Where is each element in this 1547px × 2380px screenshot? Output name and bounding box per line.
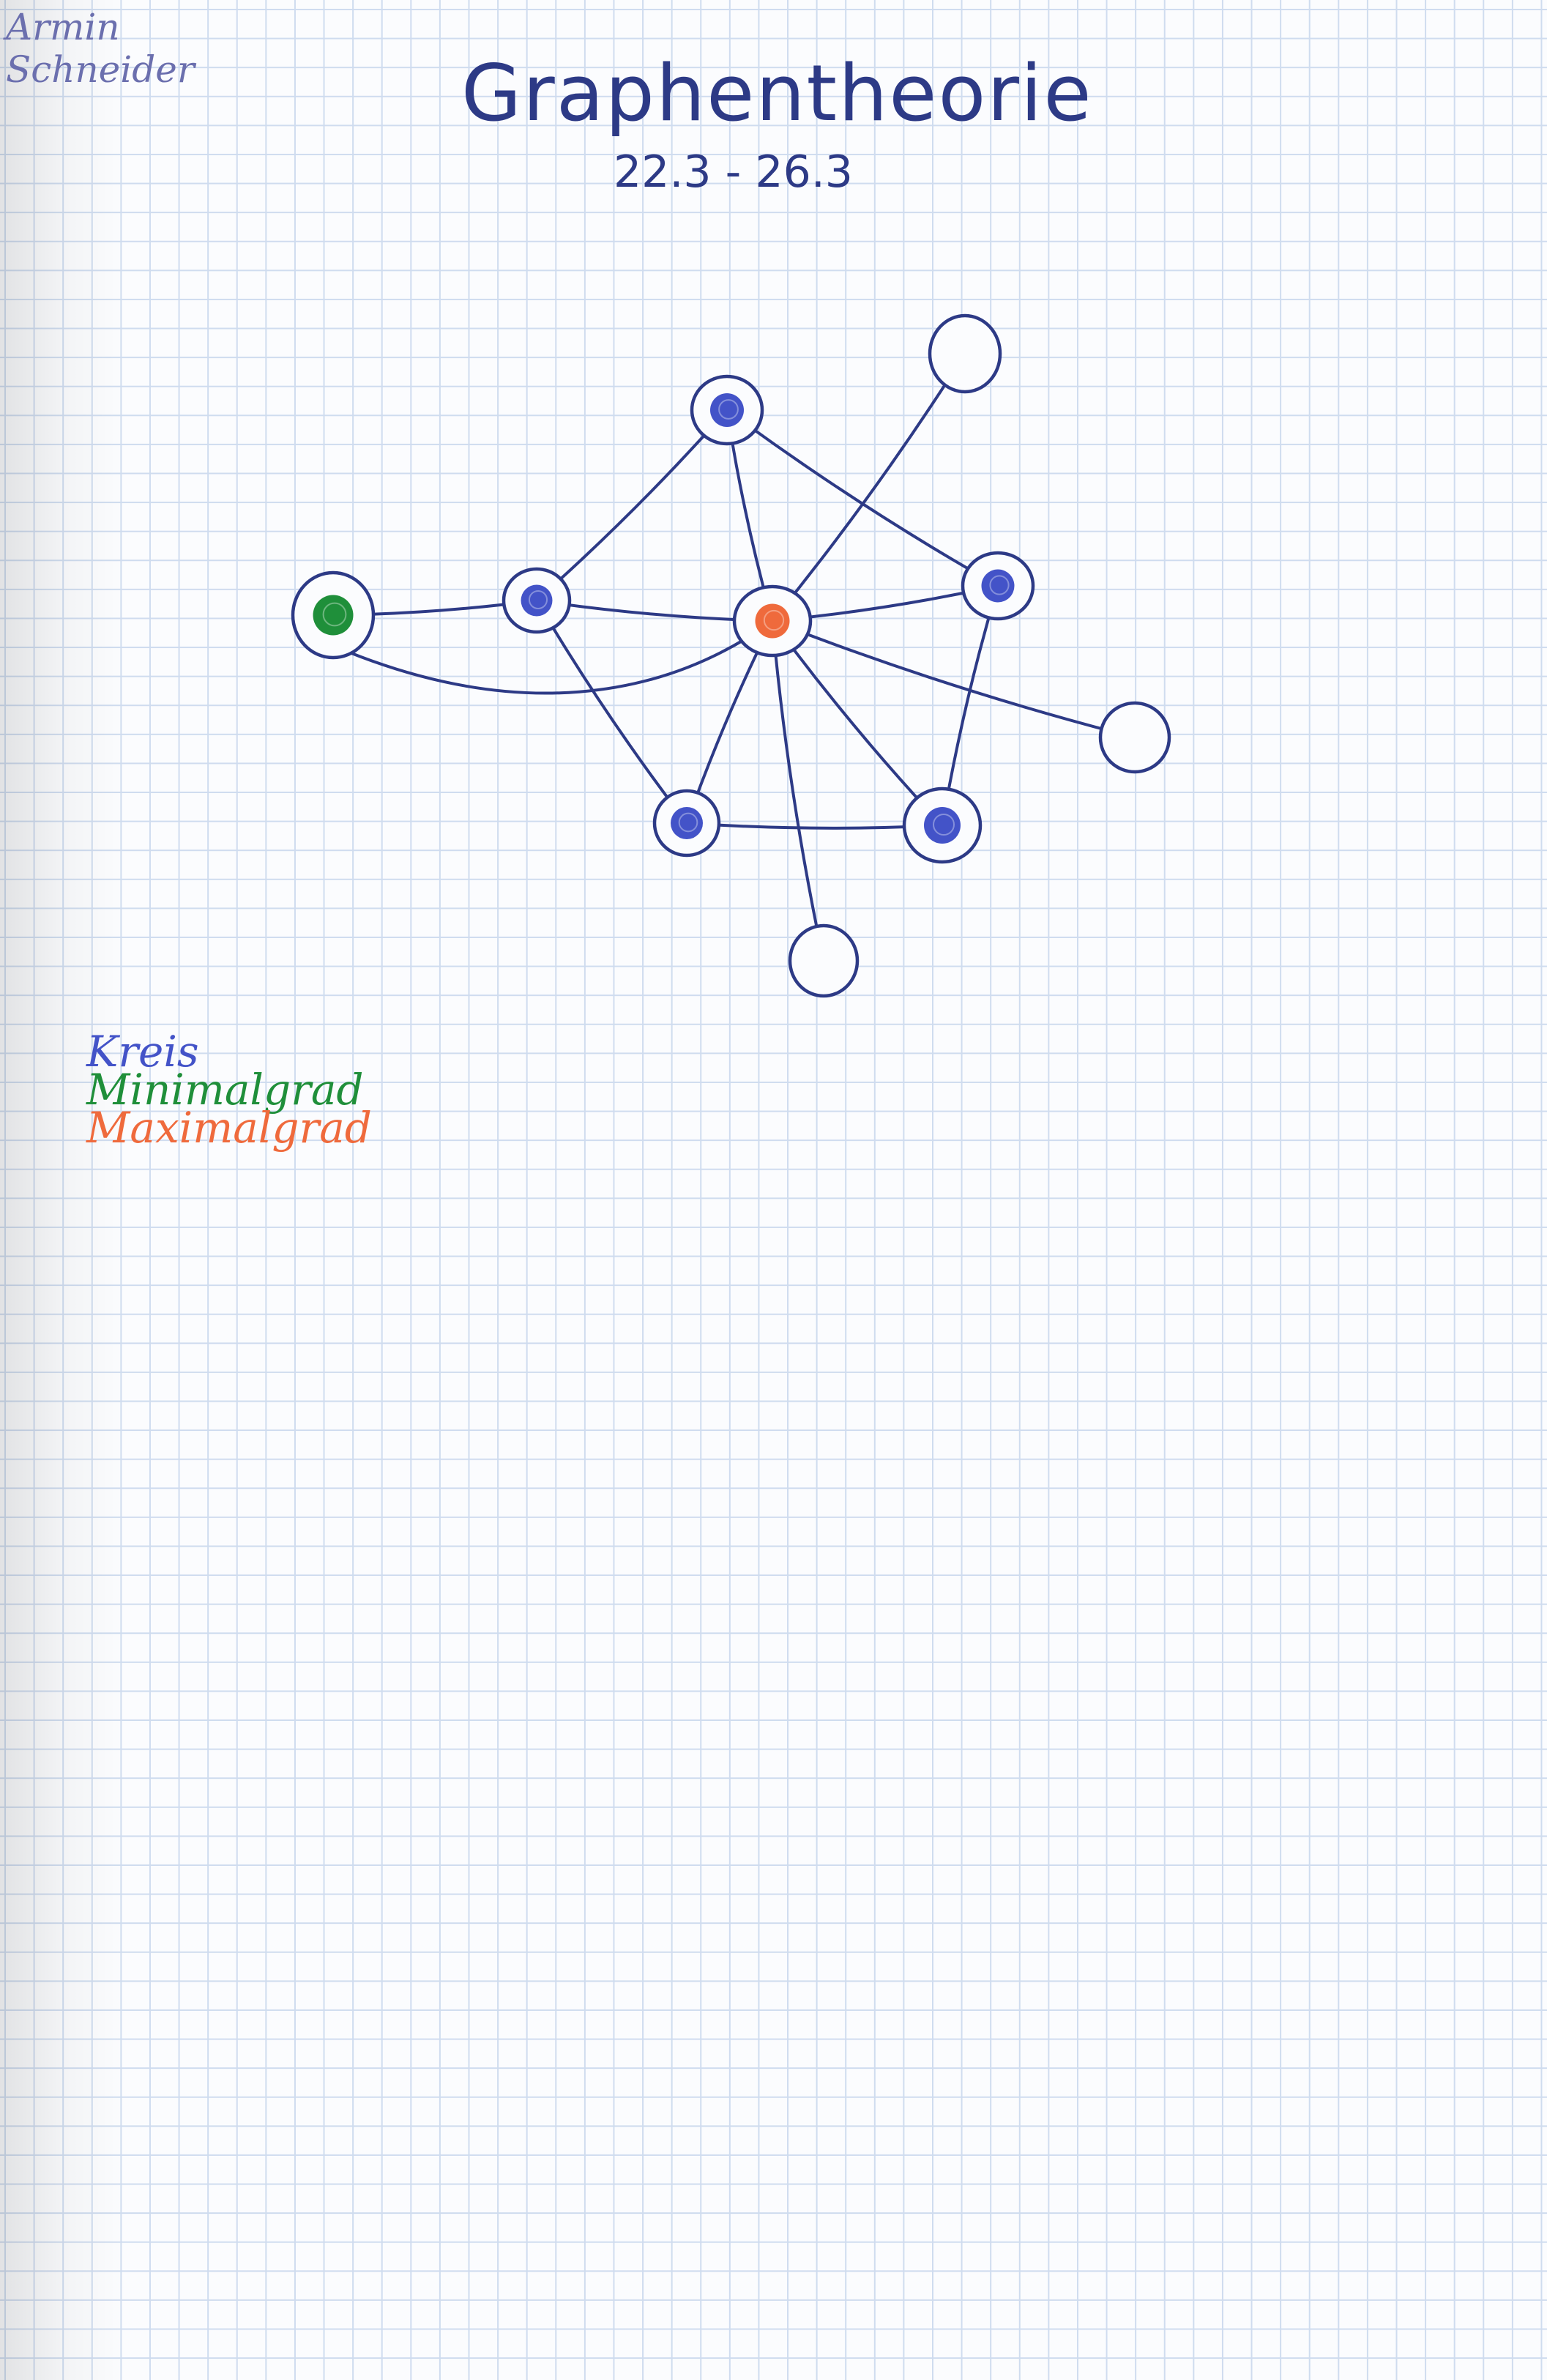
graph-node-far-left: [291, 570, 376, 660]
graph-edge: [771, 352, 966, 622]
graph-edge: [346, 620, 774, 695]
node-dot: [671, 807, 703, 839]
author-name: Armin Schneider: [6, 6, 195, 91]
node-dot: [981, 569, 1015, 603]
node-dot: [313, 595, 354, 636]
author-last-name: Schneider: [6, 48, 195, 91]
graph-edge: [535, 599, 688, 825]
graph-node-leaf-top-right: [928, 313, 1002, 394]
legend-minimalgrad: Minimalgrad: [86, 1065, 364, 1115]
graph-node-bottom-left: [652, 789, 721, 858]
legend-kreis: Kreis: [86, 1027, 199, 1076]
graph-edge: [535, 409, 728, 602]
graph-node-leaf-bottom: [788, 923, 860, 998]
graph-node-top: [690, 374, 764, 446]
author-first-name: Armin: [6, 6, 120, 48]
graph-node-leaf-right: [1098, 701, 1171, 774]
node-dot: [710, 393, 744, 427]
node-dot: [755, 603, 790, 639]
graph-node-right-upper: [961, 551, 1035, 621]
node-dot: [521, 584, 553, 617]
legend: Kreis Minimalgrad Maximalgrad: [86, 1027, 372, 1153]
legend-maximalgrad: Maximalgrad: [86, 1103, 372, 1153]
graph-node-bottom-right: [902, 786, 983, 864]
graph-node-left-inner: [502, 567, 572, 634]
graph-edge: [726, 409, 999, 587]
date-range: 22.3 - 26.3: [614, 146, 853, 198]
graph-edge: [771, 620, 825, 962]
graph-edge: [771, 620, 1136, 739]
page-title: Graphentheorie: [461, 48, 1093, 138]
node-dot: [924, 807, 961, 844]
graph-node-center: [732, 584, 813, 658]
